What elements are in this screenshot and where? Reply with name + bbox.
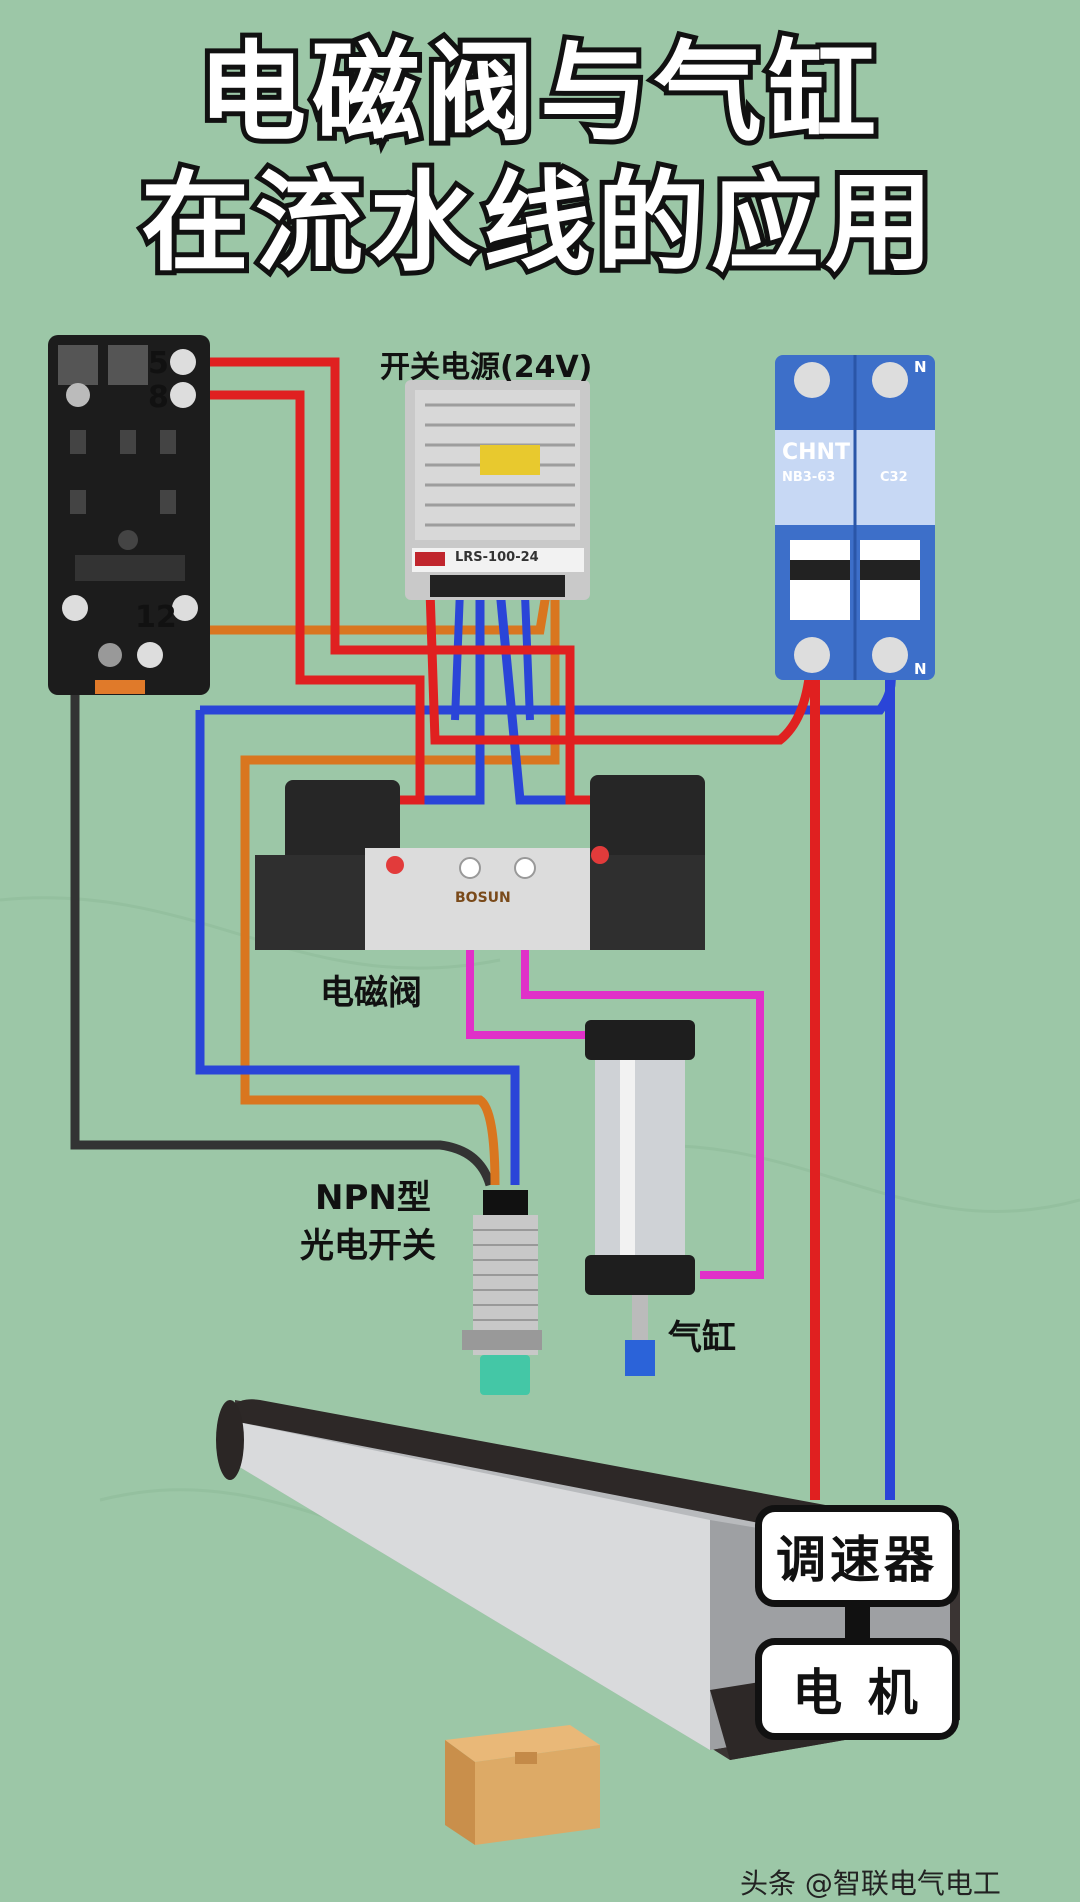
power-supply-body [405,380,590,600]
cardboard-box [445,1725,600,1845]
power-supply-model: LRS-100-24 [455,550,539,565]
title-line-1: 电磁阀与气缸 [193,31,882,156]
power-supply-label: 开关电源(24V) [380,350,593,385]
npn-switch-label-1: NPN型 [315,1178,431,1218]
speed-controller-box: 调速器 [755,1505,959,1607]
circuit-breaker [775,355,935,680]
relay-socket [48,335,210,695]
cylinder-label: 气缸 [668,1318,736,1358]
pneumatic-cylinder-body [585,1020,695,1376]
breaker-n-top: N [914,358,927,376]
npn-switch-label-2: 光电开关 [300,1226,436,1266]
relay-terminal-12: 12 [135,600,177,635]
title-line-2: 在流水线的应用 [136,161,939,286]
watermark: 头条 @智联电气电工 [740,1867,1001,1900]
motor-box: 电 机 [755,1638,959,1740]
breaker-model: NB3-63 [782,470,836,485]
breaker-rating: C32 [880,470,908,485]
solenoid-valve-body [255,775,705,950]
npn-sensor-body [462,1190,542,1395]
solenoid-valve-label: 电磁阀 [320,973,422,1013]
breaker-brand: CHNT [782,440,850,465]
relay-terminal-5: 5 [148,346,169,381]
breaker-n-bottom: N [914,660,927,678]
valve-brand: BOSUN [455,890,511,906]
relay-terminal-8: 8 [148,380,169,415]
